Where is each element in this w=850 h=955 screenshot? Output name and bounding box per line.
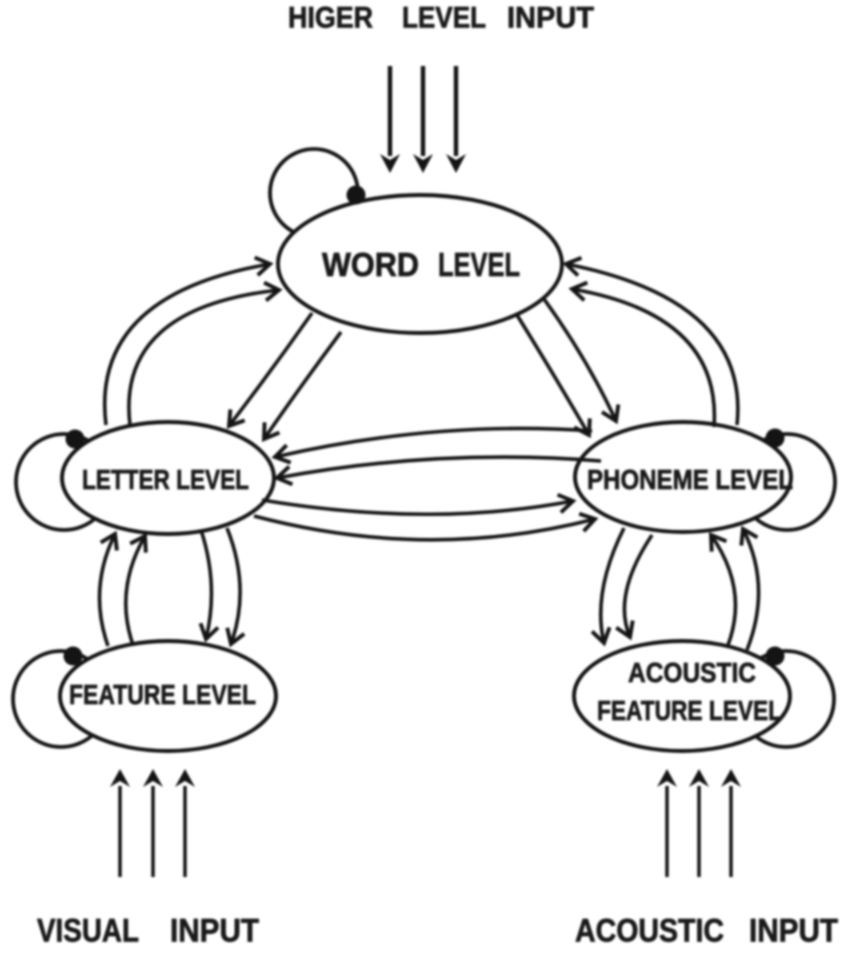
svg-text:INPUT: INPUT bbox=[170, 913, 259, 949]
svg-text:LEVEL: LEVEL bbox=[402, 1, 486, 34]
svg-text:ACOUSTIC: ACOUSTIC bbox=[628, 657, 756, 688]
svg-text:INPUT: INPUT bbox=[749, 913, 838, 949]
svg-text:FEATURE LEVEL: FEATURE LEVEL bbox=[69, 679, 256, 710]
svg-text:WORD: WORD bbox=[322, 246, 419, 283]
svg-text:PHONEME LEVEL: PHONEME LEVEL bbox=[587, 464, 793, 495]
svg-text:LETTER LEVEL: LETTER LEVEL bbox=[82, 464, 249, 495]
svg-text:LEVEL: LEVEL bbox=[438, 246, 520, 283]
svg-text:ACOUSTIC: ACOUSTIC bbox=[575, 913, 724, 949]
svg-text:FEATURE LEVEL: FEATURE LEVEL bbox=[597, 695, 782, 726]
svg-text:INPUT: INPUT bbox=[507, 1, 594, 34]
svg-text:VISUAL: VISUAL bbox=[37, 913, 139, 949]
svg-text:HIGER: HIGER bbox=[288, 1, 373, 34]
